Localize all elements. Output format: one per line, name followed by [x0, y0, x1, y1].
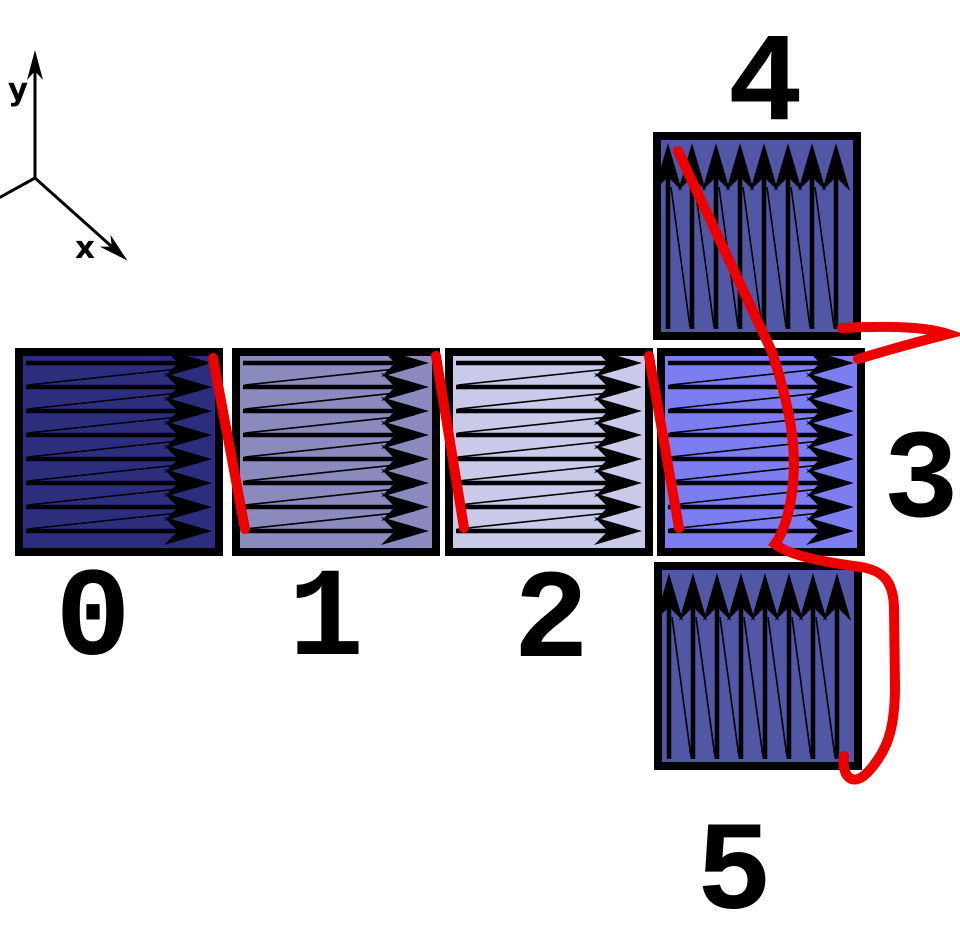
red-hairpin-face4-face3 [837, 321, 960, 364]
axis-y-label: y [8, 72, 28, 108]
faces-layer [15, 132, 865, 770]
scan-return-line [244, 414, 415, 434]
face-1 [232, 348, 440, 556]
axis-y-arrowhead [27, 50, 43, 80]
red-seam-face0-face1 [208, 353, 250, 534]
scan-return-line [457, 486, 628, 506]
face-1-label: 1 [288, 549, 364, 692]
scan-return-line [695, 616, 716, 758]
scan-return-line [27, 486, 198, 506]
scan-arrowhead [799, 573, 827, 621]
scan-return-line [669, 486, 840, 506]
scan-return-line [742, 186, 763, 328]
scan-return-line [767, 616, 788, 758]
scan-return-line [669, 462, 840, 482]
scan-arrowhead [727, 573, 755, 621]
scan-arrowhead [774, 143, 802, 191]
scan-return-line [743, 616, 764, 758]
scan-return-line [27, 510, 198, 530]
red-seam-face1-face2 [431, 351, 469, 533]
scan-return-line [27, 390, 198, 410]
face-5-label: 5 [696, 803, 772, 929]
scan-return-line [669, 510, 840, 530]
scan-return-line [457, 366, 628, 386]
axis-x-label: x [75, 230, 95, 266]
scan-return-line [244, 366, 415, 386]
face-0 [15, 348, 223, 556]
axes-layer [0, 50, 128, 261]
scan-return-line [27, 414, 198, 434]
face-3-label: 3 [883, 411, 959, 554]
scan-return-line [457, 438, 628, 458]
scan-arrowhead [381, 517, 429, 545]
face-3 [657, 348, 865, 556]
scan-arrowhead [806, 517, 854, 545]
scan-arrowhead [702, 143, 730, 191]
scan-return-line [27, 462, 198, 482]
scan-return-line [457, 414, 628, 434]
scan-return-line [457, 462, 628, 482]
scan-return-line [670, 186, 691, 328]
scan-arrowhead [726, 143, 754, 191]
scan-arrowhead [594, 517, 642, 545]
axis-z-line [0, 176, 36, 200]
red-curve-layer [208, 146, 960, 785]
red-seam-face2-face3 [644, 351, 684, 533]
scan-return-line [669, 414, 840, 434]
scan-return-line [457, 510, 628, 530]
scan-return-line [790, 186, 811, 328]
scan-arrowhead [678, 143, 706, 191]
scan-return-line [244, 486, 415, 506]
scan-return-line [244, 438, 415, 458]
scan-return-line [766, 186, 787, 328]
scan-arrowhead [775, 573, 803, 621]
face-4-label: 4 [727, 14, 803, 157]
scan-arrowhead [823, 573, 851, 621]
face-2 [445, 348, 653, 556]
scan-return-line [814, 186, 835, 328]
scan-return-line [669, 438, 840, 458]
scan-arrowhead [798, 143, 826, 191]
scan-return-line [669, 366, 840, 386]
scan-return-line [669, 390, 840, 410]
face-0-label: 0 [55, 549, 131, 692]
scan-return-line [27, 438, 198, 458]
axis-x-line [34, 176, 121, 256]
scan-return-line [457, 390, 628, 410]
red-main-curve-face4-face3-face5 [673, 146, 901, 785]
scan-return-line [27, 366, 198, 386]
scan-arrowhead [654, 143, 682, 191]
face-5 [654, 562, 862, 770]
scan-return-line [244, 390, 415, 410]
axis-x-arrowhead [99, 234, 128, 261]
scan-arrowhead [750, 143, 778, 191]
scan-return-line [719, 616, 740, 758]
scan-return-line [244, 510, 415, 530]
scan-return-line [791, 616, 812, 758]
scan-arrowhead [164, 517, 212, 545]
scan-return-line [671, 616, 692, 758]
scan-return-line [244, 462, 415, 482]
scan-arrowhead [822, 143, 850, 191]
scan-arrowhead [703, 573, 731, 621]
face-2-label: 2 [513, 551, 589, 694]
scan-arrowhead [751, 573, 779, 621]
scan-return-line [694, 186, 715, 328]
scan-return-line [815, 616, 836, 758]
scan-arrowhead [655, 573, 683, 621]
scan-arrowhead [679, 573, 707, 621]
